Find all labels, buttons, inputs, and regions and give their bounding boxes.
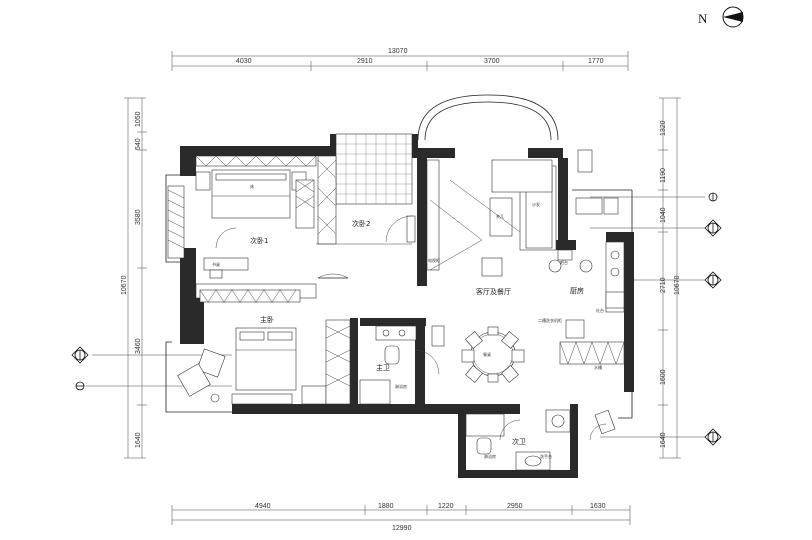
dim-bottom-2: 1880 — [378, 503, 394, 510]
dim-top-1: 4030 — [236, 58, 252, 65]
cooktop-label: 灶台 — [596, 307, 604, 313]
bed1-label: 床 — [250, 183, 254, 189]
kitchen-label: 厨房 — [570, 286, 584, 295]
dim-top-4: 1770 — [588, 58, 604, 65]
dim-left-6: 1640 — [135, 432, 142, 448]
sofa-label: 沙发 — [532, 201, 540, 207]
bedroom2-label: 次卧2 — [352, 219, 370, 228]
desk-label: 书桌 — [212, 261, 220, 267]
dual-washer-label: 二槽洗衣机柜 — [538, 317, 562, 323]
walls — [180, 134, 634, 478]
dim-bottom-total: 12990 — [392, 525, 412, 532]
dining-table-label: 餐桌 — [483, 351, 491, 357]
axis-markers-right — [590, 192, 722, 446]
dim-left-2: 540 — [135, 138, 142, 150]
dim-top-total: 13070 — [388, 48, 408, 55]
living-dining — [426, 149, 593, 383]
coffee-table-label: 茶几 — [496, 213, 504, 219]
shower-label: 淋浴房 — [395, 383, 407, 389]
guest-bath — [465, 409, 571, 471]
master-bedroom — [177, 289, 351, 405]
right-dimension-lines — [658, 97, 681, 459]
dim-right-7: 1640 — [660, 432, 667, 448]
bar-label: 吧台 — [560, 259, 568, 265]
living-dining-label: 客厅及餐厅 — [476, 287, 511, 296]
kitchen — [559, 197, 625, 435]
top-dimension-lines — [171, 51, 629, 71]
dim-left-4: 10670 — [121, 275, 128, 295]
bedroom2 — [316, 133, 416, 245]
dim-right-6: 1600 — [660, 369, 667, 385]
dim-right-2: 1190 — [660, 168, 667, 183]
master-bedroom-label: 主卧 — [260, 315, 274, 324]
guest-shower-label: 淋浴房 — [484, 453, 496, 459]
guest-bath-label: 次卫 — [512, 437, 526, 446]
north-arrow-icon — [722, 6, 744, 28]
dim-top-2: 2910 — [357, 58, 373, 65]
dim-bottom-5: 1630 — [590, 503, 606, 510]
dim-left-5: 3460 — [135, 338, 142, 354]
bottom-dimension-lines — [171, 505, 631, 525]
bedroom1-label: 次卧1 — [250, 236, 268, 245]
master-bath-label: 主卫 — [376, 363, 390, 372]
sink-label: 水槽 — [594, 364, 602, 370]
dim-top-3: 3700 — [484, 58, 500, 65]
dim-right-1: 1320 — [660, 120, 667, 136]
north-label: N — [698, 11, 708, 26]
dim-left-1: 1050 — [135, 111, 142, 127]
washbasin-label: 洗手台 — [540, 453, 552, 459]
dim-right-4: 2710 — [660, 277, 667, 293]
dim-right-5: 10670 — [674, 275, 681, 295]
master-bath — [359, 325, 445, 405]
tv-cabinet-label: 电视柜 — [428, 257, 440, 263]
left-dimension-lines — [124, 97, 147, 459]
dim-left-3: 3580 — [135, 209, 142, 225]
door-swings — [215, 215, 607, 441]
dim-right-3: 1040 — [660, 207, 667, 223]
dim-bottom-3: 1220 — [438, 503, 454, 510]
dim-bottom-4: 2950 — [507, 503, 523, 510]
dim-bottom-1: 4940 — [255, 503, 271, 510]
